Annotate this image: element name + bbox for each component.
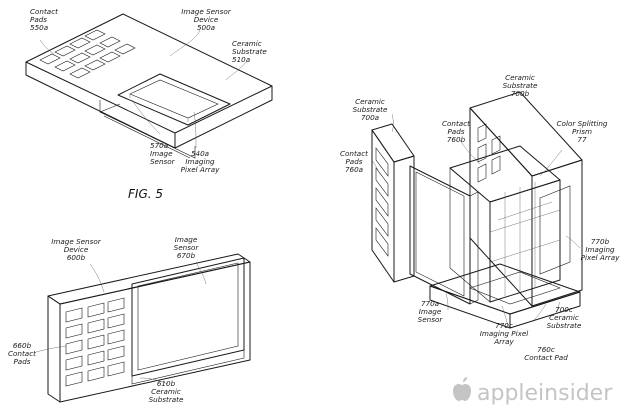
ceramic-substrate-510a-top (25, 13, 273, 134)
imaging-pixel-array-770c (469, 271, 561, 305)
ceramic-substrate-610b (59, 261, 251, 403)
apple-icon (453, 377, 471, 401)
device-700-drawing (371, 91, 583, 329)
watermark-brand: appleinsider (477, 381, 613, 406)
contact-pads-550a (39, 29, 136, 79)
figure-caption: FIG. 5 (128, 187, 163, 201)
watermark: appleinsider (453, 377, 613, 406)
device-500a-drawing (25, 13, 273, 159)
imaging-pixel-array-770b (539, 185, 571, 275)
contact-pads-760a (375, 147, 389, 257)
imaging-pixel-array-540a (129, 79, 219, 119)
ceramic-substrate-700a (371, 123, 415, 163)
device-600b-drawing (35, 253, 251, 403)
contact-pads-660b (65, 297, 125, 387)
image-sensor-570a (117, 73, 231, 126)
contact-pads-760b (477, 123, 501, 183)
ceramic-substrate-700b (469, 91, 583, 177)
